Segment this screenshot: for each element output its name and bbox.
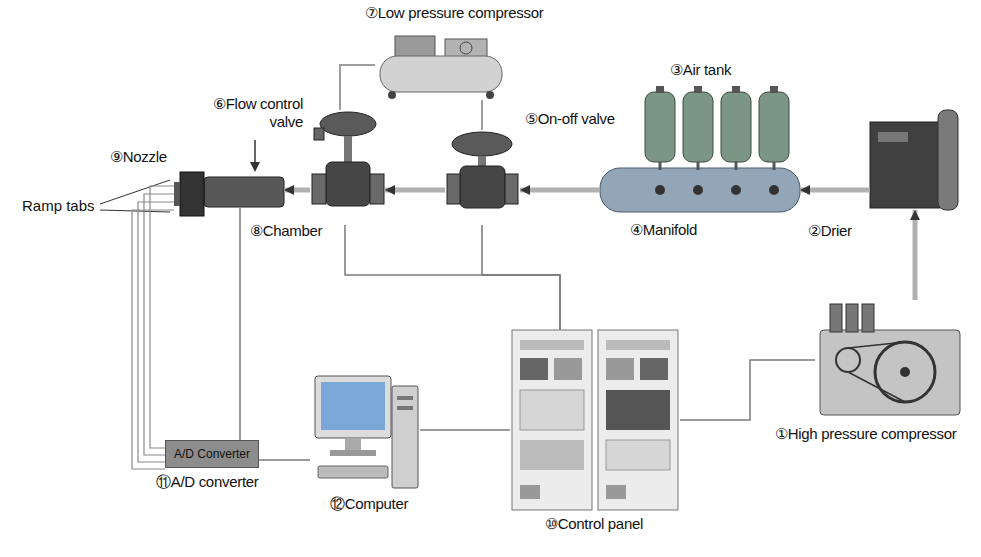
air-connector: [340, 65, 375, 110]
wire-connector: [345, 225, 560, 330]
air-tank-node: ③Air tank: [640, 85, 790, 163]
component-label: ④Manifold: [630, 221, 697, 239]
converter-box-node: A/D Converter⑪A/D converter: [165, 440, 259, 468]
chamber-icon: [204, 177, 284, 207]
pipe-connector: [520, 188, 600, 193]
control-panel-node: ⑩Control panel: [510, 330, 680, 510]
wire-connector: [239, 208, 241, 440]
wire-connector: [482, 225, 560, 330]
pipe-connector: [800, 188, 870, 193]
callout-label: Ramp tabs: [22, 197, 95, 214]
manifold-node: ④Manifold: [600, 165, 800, 215]
compressor-node: ①High pressure compressor: [815, 300, 965, 420]
component-label: ⑧Chamber: [250, 222, 322, 240]
computer-icon: [315, 376, 418, 488]
component-label: ⑦Low pressure compressor: [365, 4, 543, 22]
component-label: ⑩Control panel: [545, 515, 643, 533]
flow-control-valve-icon: [312, 112, 384, 206]
component-label: ⑫Computer: [330, 495, 408, 513]
component-label: ⑥Flow control valve: [195, 95, 303, 131]
high-pressure-compressor-icon: [820, 304, 960, 415]
wire-connector: [259, 459, 310, 461]
pipe-connector: [284, 188, 310, 193]
computer-node: ⑫Computer: [310, 370, 420, 490]
nozzle-node: ⑨Nozzle: [172, 172, 204, 216]
wire-connector: [680, 360, 815, 420]
leader-line: [100, 180, 170, 212]
low-pressure-compressor-icon: [380, 36, 502, 99]
wire-connector: [420, 429, 510, 431]
component-label: ②Drier: [808, 222, 852, 240]
on-off-valve-icon: [447, 132, 518, 208]
air-connector: [481, 100, 483, 130]
control-panel-icon: [512, 330, 678, 510]
component-label: ⑤On-off valve: [525, 110, 615, 128]
drier-icon: [870, 110, 958, 210]
air-tank-icon: [645, 86, 789, 162]
nozzle-icon: [174, 172, 204, 216]
manifold-icon: [600, 162, 800, 212]
sensor-wire: [132, 186, 174, 469]
pipe-connector: [913, 210, 918, 300]
valve-node: ⑥Flow control valve: [310, 110, 385, 225]
flow-arrow: [250, 140, 260, 172]
box-text: A/D Converter: [174, 447, 250, 461]
pipe-connector: [385, 188, 445, 193]
component-label: ⑨Nozzle: [110, 148, 167, 166]
compressor-node: ⑦Low pressure compressor: [375, 30, 505, 100]
valve-node: ⑤On-off valve: [445, 130, 520, 225]
drier-node: ②Drier: [870, 110, 960, 210]
component-label: ①High pressure compressor: [775, 425, 956, 443]
component-label: ③Air tank: [670, 61, 731, 79]
chamber-node: ⑧Chamber: [204, 176, 284, 208]
component-label: ⑪A/D converter: [156, 473, 259, 491]
